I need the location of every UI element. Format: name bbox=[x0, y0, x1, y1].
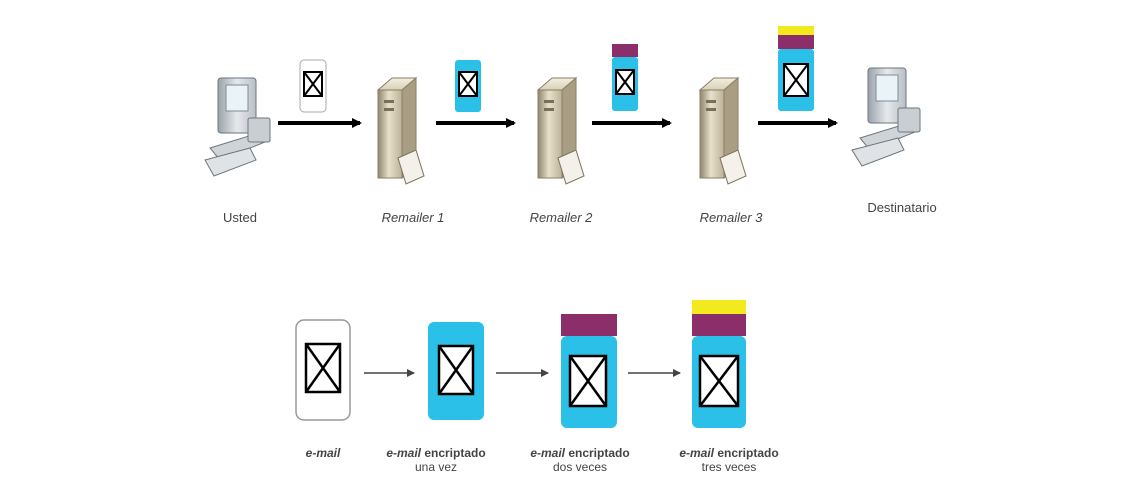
node-label-recipient: Destinatario bbox=[867, 200, 937, 215]
caption-encrypted-twice: e-mail encriptado dos veces bbox=[530, 446, 630, 474]
small-envelope-plain bbox=[299, 59, 327, 113]
user-computer-icon bbox=[204, 77, 271, 177]
recipient-computer-icon bbox=[851, 67, 921, 167]
remailer-server-icon-3 bbox=[698, 76, 747, 185]
node-label-remailer-1: Remailer 1 bbox=[381, 210, 445, 225]
remailer-server-icon-1 bbox=[376, 76, 425, 185]
node-label-remailer-3: Remailer 3 bbox=[699, 210, 763, 225]
caption-encrypted-three-times: e-mail encriptado tres veces bbox=[679, 446, 779, 474]
small-envelope-encrypted-1 bbox=[455, 60, 481, 112]
caption-encrypted-once: e-mail encriptado una vez bbox=[386, 446, 486, 474]
envelope-encrypted-once bbox=[428, 322, 484, 420]
envelope-plain bbox=[295, 319, 351, 421]
small-envelope-encrypted-3 bbox=[778, 26, 814, 111]
node-label-remailer-2: Remailer 2 bbox=[529, 210, 593, 225]
envelope-encrypted-twice bbox=[561, 314, 617, 428]
remailer-server-icon-2 bbox=[536, 76, 585, 185]
node-label-user: Usted bbox=[223, 210, 257, 225]
envelope-encrypted-three-times bbox=[692, 300, 746, 428]
small-envelope-encrypted-2 bbox=[612, 44, 638, 111]
caption-email: e-mail bbox=[305, 446, 341, 460]
